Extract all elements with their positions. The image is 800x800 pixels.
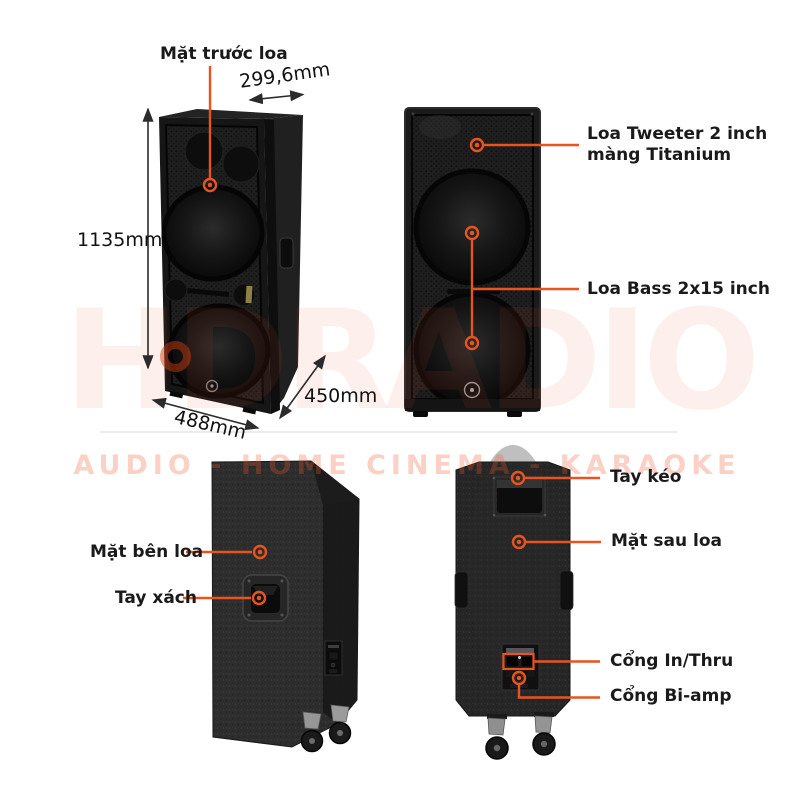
callout-label-biamp-port: Cổng Bi-amp: [610, 686, 732, 706]
callout-label-bass: Loa Bass 2x15 inch: [587, 279, 770, 299]
brand-logo-badge: [463, 381, 481, 399]
side-connector-panel: [324, 640, 343, 676]
caster-wheels: [300, 704, 352, 753]
watermark-ring-icon: [160, 341, 191, 372]
dimension-label-height: 1135mm: [77, 229, 163, 251]
speaker-front-angled-view: [159, 109, 303, 415]
dimension-label-depth: 450mm: [304, 385, 378, 407]
tweeter-label-line2: màng Titanium: [587, 145, 732, 165]
callout-label-rear-face: Mặt sau loa: [611, 531, 723, 551]
callout-label-tweeter: Loa Tweeter 2 inch màng Titanium: [587, 124, 767, 166]
callout-dots: [202, 137, 527, 686]
callout-lines: [183, 66, 601, 699]
rear-connector-panel: [501, 643, 540, 691]
callout-label-in-thru-port: Cổng In/Thru: [610, 651, 734, 671]
callout-label-carry-handle: Tay xách: [115, 588, 197, 608]
speaker-side-view: [211, 460, 360, 753]
brand-logo-badge: [205, 379, 219, 393]
callout-label-side-face: Mặt bên loa: [90, 542, 204, 562]
watermark-banner-text: AUDIO - HOME CINEMA - KARAOKE: [73, 450, 741, 481]
dimension-arrows: [142, 90, 326, 431]
tweeter-label-line1: Loa Tweeter 2 inch: [587, 124, 768, 144]
callout-label-front-face: Mặt trước loa: [160, 44, 288, 64]
section-divider-line: [100, 431, 677, 433]
callout-label-pull-handle: Tay kéo: [610, 467, 682, 487]
caster-wheels: [485, 712, 556, 760]
